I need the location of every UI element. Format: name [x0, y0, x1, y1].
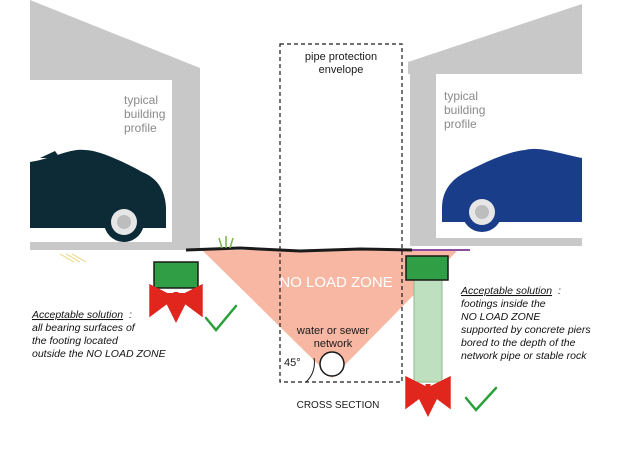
right-pier-arrows — [405, 375, 451, 417]
cross-section-label: CROSS SECTION — [297, 400, 380, 411]
right-building-label-1: typical — [444, 89, 478, 103]
grass-icon — [218, 236, 234, 249]
pipe-label-line1: water or sewer — [296, 325, 369, 337]
left-car-icon — [30, 149, 166, 242]
left-note-line1: all bearing surfaces of — [32, 322, 136, 334]
left-note-line2: the footing located — [32, 335, 119, 347]
right-wall — [410, 74, 436, 244]
pipe-protection-envelope — [279, 43, 403, 383]
left-check-icon — [204, 304, 238, 332]
left-floor-slab — [30, 242, 200, 250]
no-load-zone-label: NO LOAD ZONE — [279, 274, 392, 291]
right-note-line5: network pipe or stable rock — [461, 350, 587, 362]
concrete-pier — [413, 277, 443, 383]
right-note-heading-suffix: : — [558, 285, 561, 297]
envelope-label-line2: envelope — [319, 64, 364, 76]
right-car-icon — [442, 148, 582, 232]
left-note-line3: outside the NO LOAD ZONE — [32, 348, 167, 360]
left-footing — [153, 261, 199, 289]
left-wall — [172, 80, 200, 250]
left-building — [30, 0, 200, 250]
right-footing — [405, 255, 449, 281]
angle-label: 45° — [284, 357, 301, 369]
right-note-line2: NO LOAD ZONE — [461, 311, 541, 323]
right-check-icon — [464, 386, 498, 412]
no-load-zone — [202, 250, 458, 378]
right-floor-slab — [410, 238, 582, 246]
left-building-label-3: profile — [124, 121, 157, 135]
left-building-label-1: typical — [124, 93, 158, 107]
angle-arc — [305, 357, 315, 383]
right-building — [408, 4, 582, 246]
left-building-label-2: building — [124, 107, 165, 121]
right-note-line1: footings inside the — [461, 298, 546, 310]
pipe-label-line2: network — [314, 338, 353, 350]
right-note-line3: supported by concrete piers — [461, 324, 591, 336]
right-note-heading: Acceptable solution — [460, 285, 552, 297]
right-roof — [408, 4, 582, 74]
ground-line — [185, 246, 413, 253]
right-note-line4: bored to the depth of the — [461, 337, 576, 349]
left-note-heading: Acceptable solution — [31, 309, 123, 321]
soil-hatch-icon — [59, 253, 87, 263]
network-pipe — [319, 351, 345, 377]
right-building-label-3: profile — [444, 117, 477, 131]
left-roof — [30, 0, 200, 80]
envelope-label-line1: pipe protection — [305, 51, 377, 63]
left-note-heading-suffix: : — [129, 309, 132, 321]
right-building-label-2: building — [444, 103, 485, 117]
left-footing-arrows — [149, 283, 203, 323]
